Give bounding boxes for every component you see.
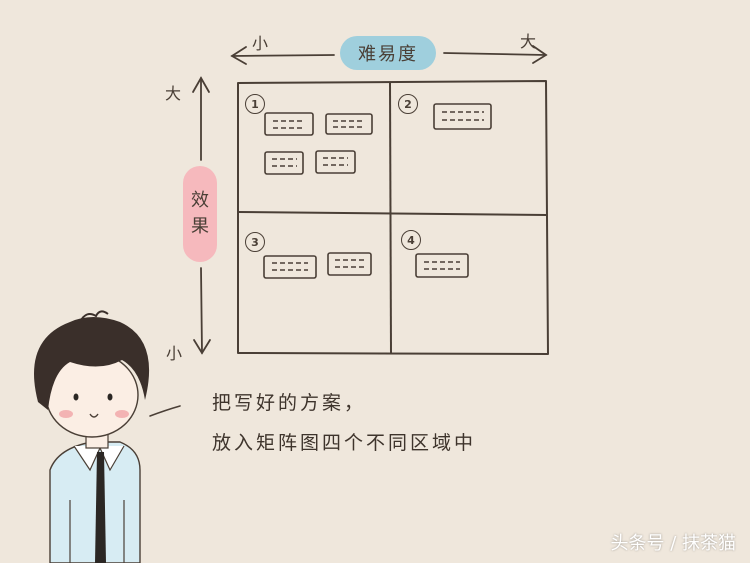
y-axis-large-label: 大 (165, 84, 182, 103)
quadrant-2-items (433, 103, 492, 130)
item-card (315, 150, 356, 174)
item-card (433, 103, 492, 130)
y-axis-small-label: 小 (166, 344, 183, 363)
quadrant-2-number: 2 (398, 94, 418, 114)
matrix-grid (237, 80, 549, 355)
item-card (415, 253, 469, 278)
y-axis-label-char-1: 效 (191, 190, 209, 211)
x-axis-large-label: 大 (520, 32, 537, 51)
item-card (327, 252, 372, 276)
quadrant-4-number: 4 (401, 230, 421, 250)
x-axis-arrow (230, 45, 548, 65)
quadrant-4-items (415, 253, 469, 278)
quadrant-3-items (263, 252, 372, 279)
item-card (263, 255, 317, 279)
item-card (264, 112, 314, 136)
watermark: 头条号 / 抹茶猫 (610, 533, 736, 554)
y-axis-label-char-2: 果 (191, 216, 209, 237)
character-illustration (34, 310, 181, 563)
y-axis-label: 效 果 (183, 166, 217, 262)
quadrant-1-items (264, 112, 373, 175)
item-card (264, 151, 304, 175)
x-axis-label: 难易度 (340, 36, 436, 70)
x-axis-small-label: 小 (252, 34, 269, 53)
item-card (325, 113, 373, 135)
caption-line-1: 把写好的方案， (212, 392, 367, 414)
quadrant-1-number: 1 (245, 94, 265, 114)
quadrant-3-number: 3 (245, 232, 265, 252)
caption-line-2: 放入矩阵图四个不同区域中 (212, 432, 477, 454)
y-axis-arrow (192, 76, 211, 355)
